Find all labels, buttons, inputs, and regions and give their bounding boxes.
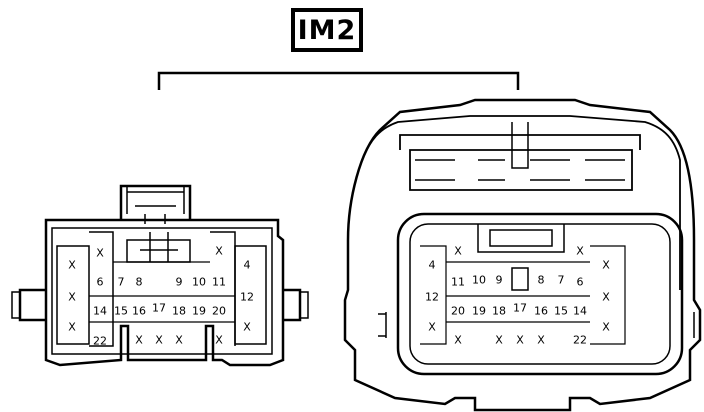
left-pin-l-h1: 11 [212, 276, 226, 289]
left-pin-l-i2: 12 [240, 291, 254, 304]
left-pin-l-e1: 17 [152, 302, 166, 315]
left-pin-l-i1: 4 [244, 259, 251, 272]
left-pin-l-f3: X [175, 334, 183, 347]
right-connector-face [396, 212, 684, 376]
left-pin-l-h3: X [215, 334, 223, 347]
right-pin-r-g1: 7 [558, 274, 565, 287]
left-connector-body [44, 218, 285, 367]
right-pin-r-f1: 8 [538, 274, 545, 287]
right-pin-r-e1: 17 [513, 302, 527, 315]
left-pin-l-g2: 19 [192, 305, 206, 318]
right-connector-shell [343, 98, 702, 412]
left-connector-latch [119, 184, 192, 220]
left-pin-l-a3: X [68, 321, 76, 334]
left-pin-l-b3: 14 [93, 305, 107, 318]
right-pin-r-c2: 19 [472, 305, 486, 318]
left-pin-l-c1: 7 [118, 276, 125, 289]
right-pin-r-d1: 9 [496, 274, 503, 287]
left-pin-l-g1: 10 [192, 276, 206, 289]
left-pin-l-a2: X [68, 291, 76, 304]
left-pin-l-h2: 20 [212, 305, 226, 318]
left-pin-l-f2: 18 [172, 305, 186, 318]
right-pin-r-g2: 15 [554, 305, 568, 318]
left-pin-l-a1: X [68, 259, 76, 272]
right-pin-r-c1: 10 [472, 274, 486, 287]
grouping-bracket [157, 71, 520, 90]
connector-code: IM2 [297, 14, 357, 46]
left-pin-l-c2: 15 [114, 305, 128, 318]
right-pin-r-i3: X [602, 321, 610, 334]
right-pin-r-h0: X [576, 245, 584, 258]
left-pin-l-b4: 22 [93, 335, 107, 348]
right-pin-r-d2: 18 [492, 305, 506, 318]
left-ear-left [18, 288, 46, 322]
right-pin-r-b2: 20 [451, 305, 465, 318]
left-pin-l-d1: 8 [136, 276, 143, 289]
right-pin-r-b1: 11 [451, 276, 465, 289]
right-pin-r-f2: 16 [534, 305, 548, 318]
right-pin-r-b3: X [454, 334, 462, 347]
right-pin-r-h3: 22 [573, 334, 587, 347]
left-pin-l-b2: 6 [97, 276, 104, 289]
right-pin-r-i1: X [602, 259, 610, 272]
right-connector-key [477, 224, 565, 291]
left-pin-l-e2: X [155, 334, 163, 347]
right-pin-r-f3: X [537, 334, 545, 347]
right-pin-r-i2: X [602, 291, 610, 304]
right-pin-r-e2: X [516, 334, 524, 347]
left-pin-l-f1: 9 [176, 276, 183, 289]
right-pin-r-a2: 12 [425, 291, 439, 304]
right-pin-r-h2: 14 [573, 305, 587, 318]
right-pin-r-a1: 4 [429, 259, 436, 272]
left-pin-l-i3: X [243, 321, 251, 334]
left-pin-l-d2: 16 [132, 305, 146, 318]
right-pin-r-d3: X [495, 334, 503, 347]
right-pin-r-a3: X [428, 321, 436, 334]
right-pin-r-b0: X [454, 245, 462, 258]
right-connector [343, 98, 702, 412]
right-connector-clip [399, 134, 641, 191]
left-connector [11, 184, 309, 367]
right-pin-r-h1: 6 [577, 276, 584, 289]
left-ear-right [283, 288, 302, 322]
connector-code-box: IM2 [291, 8, 363, 52]
left-pin-l-d3: X [135, 334, 143, 347]
left-pin-l-h0: X [215, 245, 223, 258]
left-pin-l-b1: X [96, 247, 104, 260]
